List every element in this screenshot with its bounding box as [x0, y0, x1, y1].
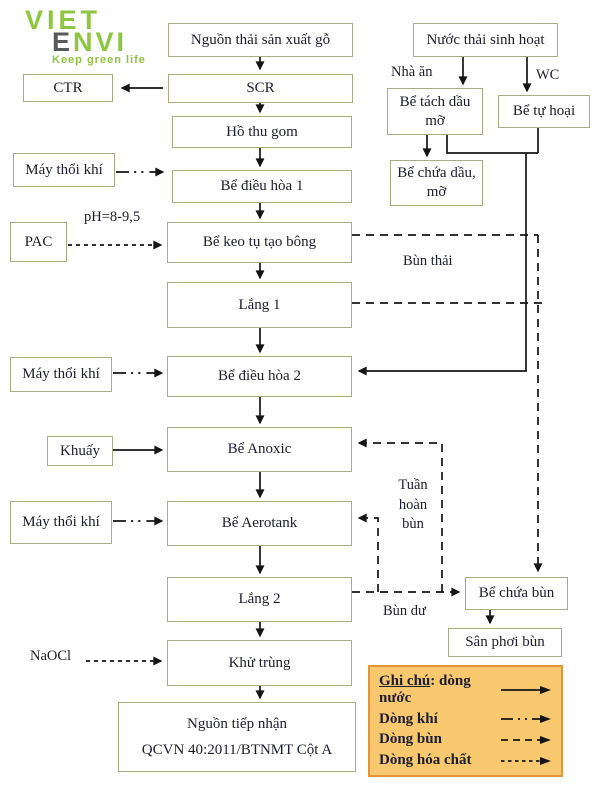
- label-ph: pH=8-9,5: [84, 209, 141, 225]
- node-ho-thu-gom: Hồ thu gom: [172, 116, 352, 148]
- legend-chemical-label: Dòng hóa chất: [379, 752, 472, 769]
- node-be-keo-tu-tao-bong: Bể keo tụ tạo bông: [167, 222, 352, 263]
- arrow-return-sludge-to-aerotank: [357, 513, 379, 592]
- legend-sludge-label: Dòng bùn: [379, 731, 442, 748]
- node-khu-trung: Khử trùng: [167, 640, 352, 686]
- legend-row-sludge: Dòng bùn: [379, 731, 552, 748]
- node-be-anoxic: Bể Anoxic: [167, 427, 352, 472]
- node-may-thoi-khi-2: Máy thổi khí: [10, 357, 112, 392]
- node-nuoc-thai-sinh-hoat: Nước thải sinh hoạt: [413, 23, 558, 57]
- label-wc: WC: [536, 67, 560, 83]
- node-nguon-thai-san-xuat-go: Nguồn thải sản xuất gỗ: [168, 23, 353, 57]
- node-lang-1: Lắng 1: [167, 282, 352, 328]
- node-be-tach-dau-mo: Bể tách dầu mỡ: [387, 88, 483, 135]
- node-ctr: CTR: [23, 74, 113, 102]
- legend-water-label: Ghi chú: dòng nước: [379, 672, 471, 706]
- legend-box: Ghi chú: dòng nước Dòng khí Dòng bùn Dòn…: [368, 665, 563, 777]
- legend-row-air: Dòng khí: [379, 711, 552, 728]
- label-naocl: NaOCl: [30, 648, 72, 664]
- node-lang-2: Lắng 2: [167, 577, 352, 622]
- legend-air-label: Dòng khí: [379, 710, 438, 727]
- air-line-sample-icon: [501, 715, 551, 724]
- node-scr: SCR: [168, 74, 353, 103]
- node-pac: PAC: [10, 222, 67, 262]
- legend-row-chemical: Dòng hóa chất: [379, 752, 552, 769]
- node-be-dieu-hoa-1: Bể điều hòa 1: [172, 170, 352, 203]
- node-nguon-tiep-nhan: Nguồn tiếp nhận QCVN 40:2011/BTNMT Cột A: [118, 702, 356, 772]
- node-be-chua-bun: Bể chứa bùn: [465, 577, 568, 610]
- nguon-tiep-nhan-line2: QCVN 40:2011/BTNMT Cột A: [141, 741, 333, 758]
- vietenvi-logo: VIET ENVI Keep green life: [25, 5, 146, 67]
- nguon-tiep-nhan-line1: Nguồn tiếp nhận: [187, 715, 287, 732]
- node-be-chua-dau-mo: Bể chứa dầu, mỡ: [390, 160, 483, 206]
- node-be-aerotank: Bể Aerotank: [167, 501, 352, 546]
- node-be-dieu-hoa-2: Bể điều hòa 2: [167, 356, 352, 397]
- logo-tagline: Keep green life: [52, 54, 146, 66]
- label-bun-thai: Bùn thải: [403, 253, 453, 269]
- logo-word-envi: ENVI: [52, 27, 128, 57]
- label-nha-an: Nhà ăn: [391, 64, 433, 80]
- line-betachdau-junction: [446, 135, 538, 154]
- arrow-junction-to-dieuhoa2: [357, 153, 527, 376]
- label-tuan-hoan-bun: Tuần hoàn bùn: [398, 477, 428, 533]
- node-may-thoi-khi-3: Máy thổi khí: [10, 501, 112, 544]
- legend-row-water: Ghi chú: dòng nước: [379, 673, 552, 707]
- node-may-thoi-khi-1: Máy thổi khí: [13, 153, 115, 187]
- node-be-tu-hoai: Bể tự hoại: [498, 95, 590, 128]
- label-bun-du: Bùn dư: [383, 603, 426, 619]
- arrow-return-sludge-to-anoxic: [357, 438, 443, 592]
- water-line-sample-icon: [501, 685, 551, 694]
- sludge-line-sample-icon: [501, 735, 551, 744]
- node-khuay: Khuấy: [47, 436, 113, 466]
- node-san-phoi-bun: Sân phơi bùn: [448, 628, 562, 657]
- chemical-line-sample-icon: [501, 756, 551, 765]
- logo-word-viet: VIET: [25, 5, 102, 35]
